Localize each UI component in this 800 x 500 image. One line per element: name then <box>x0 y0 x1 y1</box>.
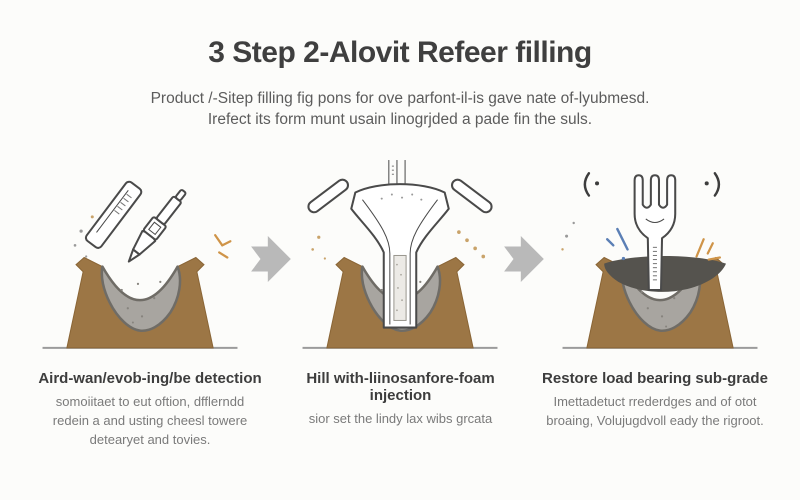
fork-base-curve <box>645 218 665 223</box>
step-1-illustration <box>42 180 238 349</box>
left-side-pipe <box>307 178 350 214</box>
void-crater <box>100 265 182 332</box>
foam-texture <box>396 263 403 312</box>
injection-pen-icon <box>127 189 187 263</box>
dust-dots <box>73 229 88 258</box>
crater-speckles <box>640 290 676 328</box>
fork-compactor-icon <box>633 174 677 292</box>
step-2-illustration <box>302 160 498 349</box>
step-arrow-right-icon <box>504 236 544 282</box>
step-2-text-block: Hill with-liinosanfore-foam injection si… <box>278 370 523 429</box>
measuring-strip-icon <box>84 180 143 249</box>
dust-dots-left <box>565 221 575 238</box>
step-arrow-right-icon <box>251 236 291 282</box>
page-subtitle: Product /-Sitep filling fig pons for ove… <box>0 88 800 130</box>
subtitle-line-2: Irefect its form munt usain linogrjded a… <box>207 111 593 128</box>
step-3-heading: Restore load bearing sub-grade <box>542 370 768 387</box>
step-3-text-block: Restore load bearing sub-grade Imettadet… <box>525 370 785 431</box>
funnel-inner-line-right <box>409 199 438 325</box>
step-2-body: sior set the lindy lax wibs grcata <box>308 411 493 426</box>
blue-spark-dot <box>621 256 626 261</box>
step-1-heading: Aird-wan/evob-ing/be detection <box>38 370 262 387</box>
spray-dots-left <box>311 235 326 260</box>
page-title: 3 Step 2-Alovit Refeer filling <box>208 36 592 69</box>
right-side-pipe <box>450 178 493 214</box>
handle-scale-marks <box>652 246 657 281</box>
emphasis-arc-left <box>583 172 591 197</box>
emphasis-dot-left <box>595 181 600 186</box>
dust-dot <box>90 215 94 219</box>
orange-spark-marks <box>695 238 722 261</box>
step-1-body: somoiitaet to eut oftion, dfflerndd rede… <box>52 394 248 447</box>
foam-column <box>393 254 407 321</box>
restored-cap-layer <box>604 255 726 292</box>
step-1-text-block: Aird-wan/evob-ing/be detection somoiitae… <box>25 370 275 450</box>
void-crater <box>620 265 702 332</box>
crater-speckles <box>120 280 162 324</box>
emphasis-dot-right <box>704 181 709 186</box>
dust-dot <box>561 248 564 251</box>
step-3-illustration <box>561 172 758 349</box>
crack-mark-icon <box>214 234 232 259</box>
funnel-inner-line-left <box>362 199 391 325</box>
spray-dots-right <box>457 230 486 259</box>
step-2-heading: Hill with-liinosanfore-foam injection <box>306 370 495 404</box>
emphasis-arc-right <box>713 172 721 197</box>
funnel-dots <box>380 193 423 201</box>
subtitle-line-1: Product /-Sitep filling fig pons for ove… <box>150 90 650 107</box>
blue-spark-marks <box>605 227 629 251</box>
step-3-body: Imettadetuct rrederdges and of otot broa… <box>546 394 764 428</box>
